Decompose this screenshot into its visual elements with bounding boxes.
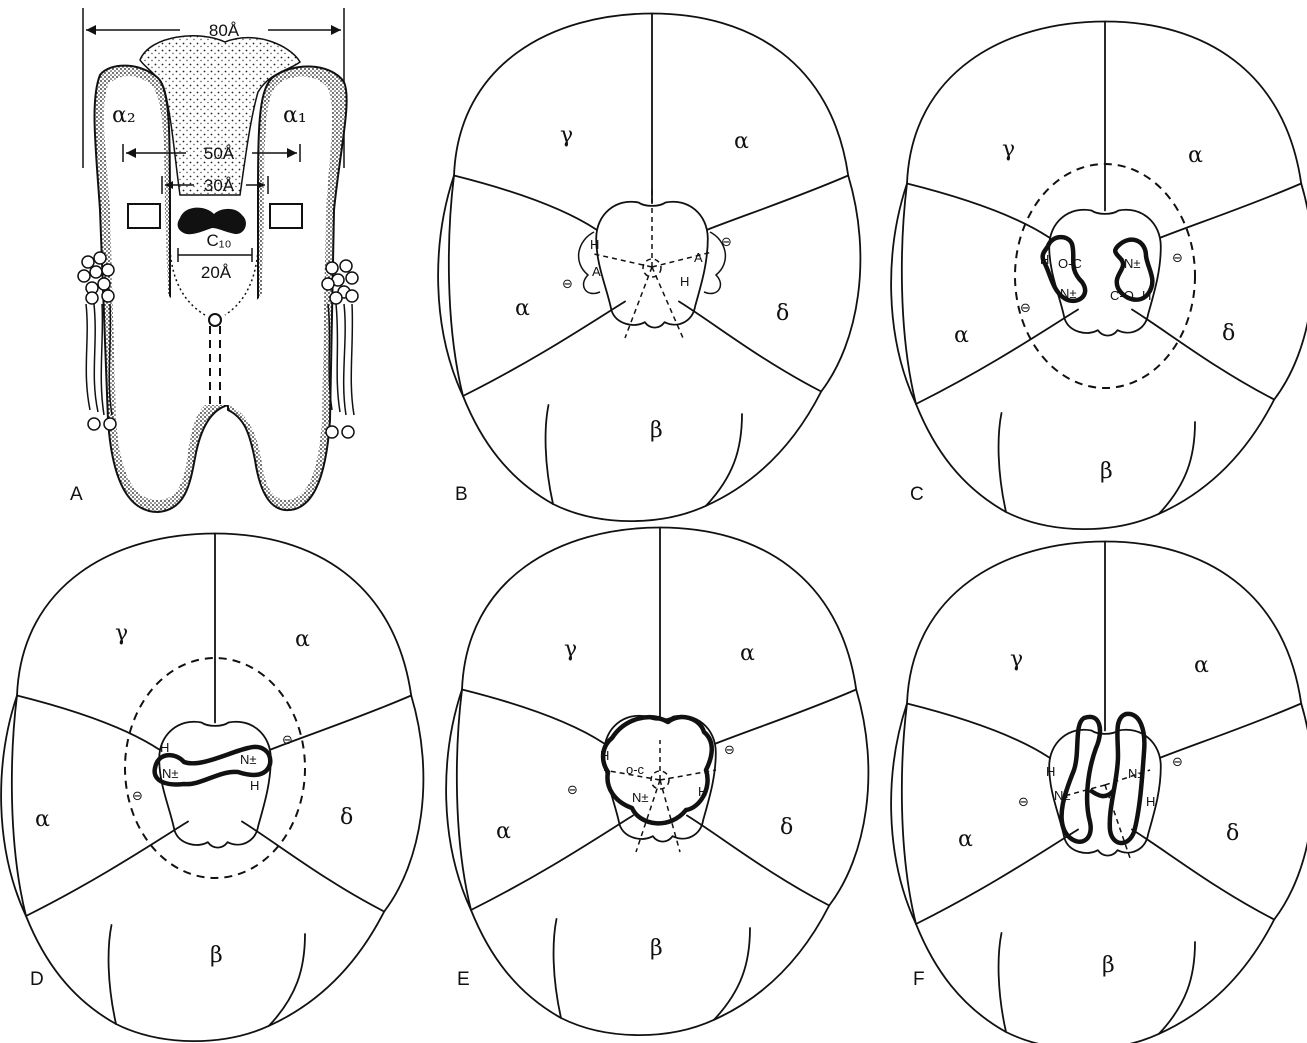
d-h-right: H <box>250 778 259 793</box>
b-delta: δ <box>776 301 789 326</box>
d-alpha-top: α <box>295 627 310 652</box>
c-gamma: γ <box>1002 137 1015 162</box>
e-h-left: H <box>600 748 609 763</box>
e-oc-label: o-c <box>626 762 645 777</box>
b-beta: β <box>650 418 663 443</box>
e-delta: δ <box>780 815 793 840</box>
e-minus-left: ⊖ <box>567 782 578 797</box>
f-nplus-left: N± <box>1054 788 1071 803</box>
d-nplus-right: N± <box>240 752 257 767</box>
c-minus-right: ⊖ <box>1172 250 1183 265</box>
b-alpha-left: α <box>515 296 530 321</box>
f-gamma: γ <box>1010 647 1023 672</box>
e-alpha-top: α <box>740 641 755 666</box>
f-h-left: H <box>1046 764 1055 779</box>
b-a-right: A <box>694 250 703 265</box>
alpha1-label: α₁ <box>283 103 307 128</box>
panel-c-label: C <box>910 484 924 505</box>
panel-e-label: E <box>457 969 470 990</box>
f-delta: δ <box>1226 821 1239 846</box>
d-nplus-left: N± <box>162 766 179 781</box>
panel-d-label: D <box>30 969 44 990</box>
c-delta: δ <box>1222 321 1235 346</box>
f-alpha-top: α <box>1194 653 1209 678</box>
c-minus-left: ⊖ <box>1020 300 1031 315</box>
b-alpha-top: α <box>734 129 749 154</box>
b-minus-left: ⊖ <box>562 276 573 291</box>
c-alpha-top: α <box>1188 143 1203 168</box>
b-a-left: A <box>592 264 601 279</box>
right-site-box <box>270 204 302 228</box>
b-h-right: H <box>680 274 689 289</box>
f-h-right: H <box>1146 794 1155 809</box>
dimension-30: 30Å <box>204 176 235 195</box>
panel-f-label: F <box>913 969 925 990</box>
alpha2-label: α₂ <box>112 103 136 128</box>
b-gamma: γ <box>560 123 573 148</box>
c-nplus-left: N± <box>1060 286 1077 301</box>
panel-a-label: A <box>70 484 83 505</box>
d-gamma: γ <box>115 621 128 646</box>
c-nplus-right: N± <box>1124 256 1141 271</box>
dimension-20: 20Å <box>201 263 232 282</box>
f-minus-right: ⊖ <box>1172 754 1183 769</box>
panel-b-rosette: H A ⊖ A H ⊖ γ α α δ β B <box>438 13 860 521</box>
panel-a-channel-section: 80Å 50Å 30Å C₁₀ 20Å α₂ α₁ <box>70 8 358 512</box>
d-beta: β <box>210 943 223 968</box>
d-alpha-left: α <box>35 807 50 832</box>
d-minus-left: ⊖ <box>132 788 143 803</box>
c-h-left: H <box>1040 252 1049 267</box>
e-alpha-left: α <box>496 819 511 844</box>
panel-f-rosette: H N± N± H ⊖ ⊖ γ α α δ β F <box>891 542 1307 1043</box>
d-delta: δ <box>340 805 353 830</box>
b-minus-right: ⊖ <box>721 234 732 249</box>
c-alpha-left: α <box>954 323 969 348</box>
d-minus-right: ⊖ <box>282 732 293 747</box>
panel-c-rosette: H O-C N± N± C-O H ⊖ ⊖ γ α α δ β C <box>891 21 1307 529</box>
c-co-label: C-O <box>1110 288 1134 303</box>
left-site-box <box>128 204 160 228</box>
panel-b-label: B <box>455 484 468 505</box>
panel-e-rosette: H o-c N± H ⊖ ⊖ γ α α δ β E <box>446 528 868 1036</box>
e-h-right: H <box>698 784 707 799</box>
c-h-right: H <box>1142 288 1151 303</box>
f-minus-left: ⊖ <box>1018 794 1029 809</box>
c-beta: β <box>1100 459 1113 484</box>
c-oc-label: O-C <box>1058 256 1082 271</box>
dimension-80: 80Å <box>209 21 240 40</box>
b-h-left: H <box>590 237 599 252</box>
f-alpha-left: α <box>958 827 973 852</box>
d-h-left: H <box>160 740 169 755</box>
dimension-50: 50Å <box>204 144 235 163</box>
e-beta: β <box>650 936 663 961</box>
e-gamma: γ <box>564 637 577 662</box>
panel-d-rosette: H N± N± H ⊖ ⊖ γ α α δ β D <box>1 534 423 1042</box>
channel-c10-label: C₁₀ <box>206 231 231 250</box>
e-minus-right: ⊖ <box>724 742 735 757</box>
e-nplus: N± <box>632 790 649 805</box>
f-beta: β <box>1102 953 1115 978</box>
f-nplus-right: N± <box>1128 766 1145 781</box>
